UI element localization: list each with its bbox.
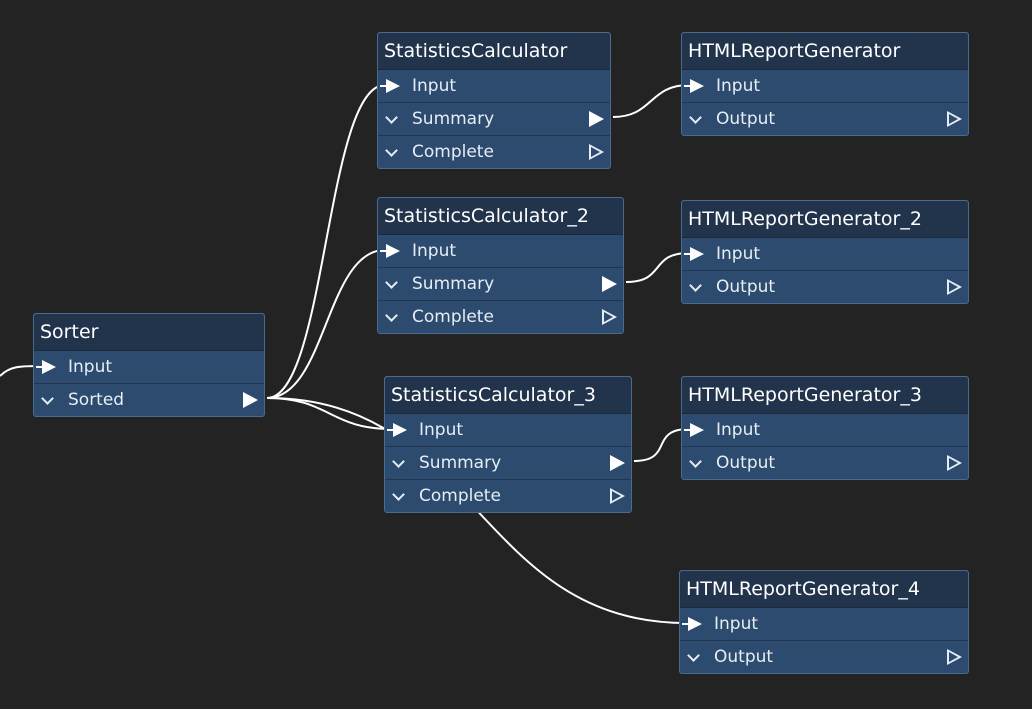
input-port-input[interactable]: Input xyxy=(378,70,610,103)
port-label: Output xyxy=(716,453,776,473)
node-title: HTMLReportGenerator_2 xyxy=(682,201,968,238)
port-label: Output xyxy=(714,647,774,667)
port-label: Input xyxy=(714,614,759,634)
output-arrow-hollow-icon[interactable] xyxy=(947,279,962,295)
port-label: Input xyxy=(716,244,761,264)
port-label: Input xyxy=(68,357,113,377)
output-port-summary[interactable]: Summary xyxy=(385,447,631,480)
chevron-down-icon[interactable] xyxy=(689,455,702,468)
output-arrow-hollow-icon[interactable] xyxy=(947,649,962,665)
port-label: Input xyxy=(412,76,457,96)
output-port-summary[interactable]: Summary xyxy=(378,268,623,301)
chevron-down-icon[interactable] xyxy=(385,111,398,124)
port-label: Summary xyxy=(412,109,495,129)
input-arrow-icon[interactable] xyxy=(380,79,400,93)
port-label: Input xyxy=(716,420,761,440)
chevron-down-icon[interactable] xyxy=(385,144,398,157)
output-port-sorted[interactable]: Sorted xyxy=(34,384,264,416)
chevron-down-icon[interactable] xyxy=(392,488,405,501)
output-port-complete[interactable]: Complete xyxy=(385,480,631,512)
connection-wire[interactable] xyxy=(633,428,690,462)
port-label: Input xyxy=(412,241,457,261)
connection-wire[interactable] xyxy=(612,84,690,118)
input-port-input[interactable]: Input xyxy=(680,608,968,641)
input-arrow-icon[interactable] xyxy=(387,423,407,437)
node-title: StatisticsCalculator_2 xyxy=(378,198,623,235)
output-arrow-hollow-icon[interactable] xyxy=(947,111,962,127)
node-title: StatisticsCalculator_3 xyxy=(385,377,631,414)
chevron-down-icon[interactable] xyxy=(687,649,700,662)
output-port-complete[interactable]: Complete xyxy=(378,136,610,168)
port-label: Sorted xyxy=(68,390,125,410)
input-port-input[interactable]: Input xyxy=(682,70,968,103)
port-label: Output xyxy=(716,277,776,297)
node-title: HTMLReportGenerator_4 xyxy=(680,571,968,608)
node-title: StatisticsCalculator xyxy=(378,33,610,70)
output-port-output[interactable]: Output xyxy=(682,271,968,303)
port-label: Input xyxy=(716,76,761,96)
output-port-summary[interactable]: Summary xyxy=(378,103,610,136)
chevron-down-icon[interactable] xyxy=(41,392,54,405)
chevron-down-icon[interactable] xyxy=(392,455,405,468)
input-arrow-icon[interactable] xyxy=(684,79,704,93)
output-arrow-icon[interactable] xyxy=(589,111,604,127)
output-arrow-hollow-icon[interactable] xyxy=(602,309,617,325)
output-arrow-icon[interactable] xyxy=(610,455,625,471)
input-arrow-icon[interactable] xyxy=(684,423,704,437)
output-port-output[interactable]: Output xyxy=(682,103,968,135)
output-arrow-hollow-icon[interactable] xyxy=(947,455,962,471)
port-label: Summary xyxy=(412,274,495,294)
chevron-down-icon[interactable] xyxy=(385,276,398,289)
input-arrow-icon[interactable] xyxy=(36,360,56,374)
node-title: HTMLReportGenerator_3 xyxy=(682,377,968,414)
input-port-input[interactable]: Input xyxy=(682,238,968,271)
output-arrow-hollow-icon[interactable] xyxy=(610,488,625,504)
port-label: Complete xyxy=(412,142,494,162)
chevron-down-icon[interactable] xyxy=(385,309,398,322)
input-arrow-icon[interactable] xyxy=(684,247,704,261)
output-arrow-hollow-icon[interactable] xyxy=(589,144,604,160)
input-arrow-icon[interactable] xyxy=(682,617,702,631)
input-port-input[interactable]: Input xyxy=(385,414,631,447)
node-title: HTMLReportGenerator xyxy=(682,33,968,70)
port-label: Input xyxy=(419,420,464,440)
connection-wire[interactable] xyxy=(266,249,386,399)
connection-wire[interactable] xyxy=(266,397,393,430)
chevron-down-icon[interactable] xyxy=(689,111,702,124)
output-port-output[interactable]: Output xyxy=(682,447,968,479)
output-port-output[interactable]: Output xyxy=(680,641,968,673)
output-port-complete[interactable]: Complete xyxy=(378,301,623,333)
connection-wire[interactable] xyxy=(266,84,386,399)
output-arrow-icon[interactable] xyxy=(602,276,617,292)
chevron-down-icon[interactable] xyxy=(689,279,702,292)
port-label: Output xyxy=(716,109,776,129)
port-label: Complete xyxy=(412,307,494,327)
port-label: Complete xyxy=(419,486,501,506)
input-port-input[interactable]: Input xyxy=(34,351,264,384)
connection-wire[interactable] xyxy=(625,252,690,283)
input-port-input[interactable]: Input xyxy=(682,414,968,447)
port-label: Summary xyxy=(419,453,502,473)
node-title: Sorter xyxy=(34,314,264,351)
output-arrow-icon[interactable] xyxy=(243,392,258,408)
input-arrow-icon[interactable] xyxy=(380,244,400,258)
input-port-input[interactable]: Input xyxy=(378,235,623,268)
